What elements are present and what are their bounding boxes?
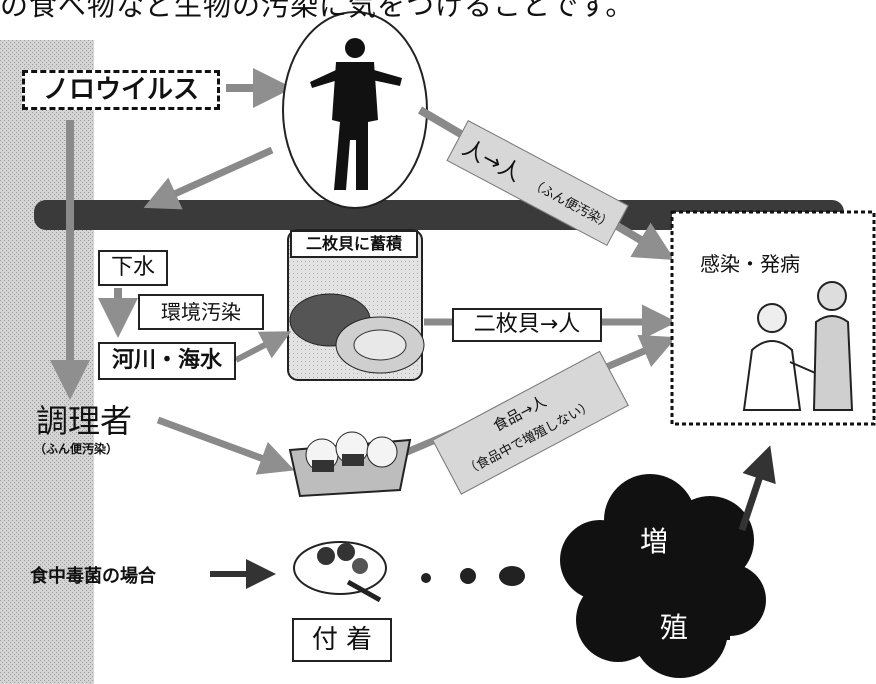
dot-3 (499, 566, 525, 586)
infection-label: 感染・発病 (700, 252, 800, 276)
bivalve-concentration-label: 二枚貝に蓄積 (290, 230, 418, 258)
attached-dish (293, 541, 387, 603)
cook-note: （ふん便汚染） (34, 442, 119, 456)
food-plate (288, 431, 412, 498)
sewage-box: 下水 (98, 250, 168, 286)
doctor-figure (742, 303, 821, 411)
growth-char-2: 殖 (660, 611, 689, 644)
river-sea-box: 河川・海水 (98, 342, 236, 380)
arrow-person-to-pipe (143, 146, 274, 210)
attachment-box: 付 着 (292, 618, 392, 662)
growth-char-1: 増 (640, 525, 669, 558)
growth-cloud (560, 474, 766, 678)
cook-label: 調理者 (36, 402, 133, 440)
person-silhouette (310, 38, 402, 190)
bacteria-case-label: 食中毒菌の場合 (30, 566, 156, 587)
horizontal-pipe (34, 200, 844, 230)
norovirus-label: ノロウイルス (22, 70, 220, 110)
arrow-river-to-bivalve (234, 331, 292, 363)
bivalve-to-person-box: 二枚貝→人 (452, 308, 602, 342)
dot-1 (421, 573, 431, 583)
header-text: の食べ物など生物の汚染に気をつけることです。 (0, 0, 635, 22)
patient-figure (812, 281, 854, 411)
arrow-growth-up (738, 445, 776, 532)
dot-2 (460, 568, 476, 584)
environment-pollution-box: 環境汚染 (138, 294, 264, 330)
arrow-cook-to-food (156, 416, 295, 475)
